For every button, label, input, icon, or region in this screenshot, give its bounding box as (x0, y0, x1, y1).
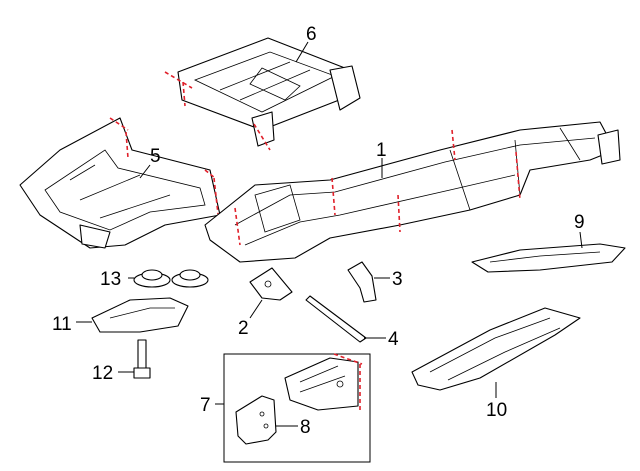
inset-box (223, 353, 371, 463)
part-5-front-frame-section (19, 117, 221, 249)
part-4-strap (305, 295, 367, 343)
part-8-plate (235, 395, 277, 445)
callout-11: 11 (52, 314, 72, 335)
callout-8: 8 (300, 417, 311, 438)
part-1-main-frame (204, 121, 621, 263)
part-10-shield (411, 307, 581, 391)
callout-2: 2 (238, 318, 249, 339)
callout-6: 6 (306, 24, 317, 45)
part-6-crossmember-section (177, 37, 361, 147)
part-3-bracket (347, 261, 377, 303)
callout-4: 4 (388, 329, 399, 350)
callout-5: 5 (150, 146, 161, 167)
callout-10: 10 (486, 400, 507, 421)
part-6-cut-lines (164, 71, 271, 151)
part-12-bolt (133, 339, 151, 379)
callout-13: 13 (100, 269, 121, 290)
callout-7: 7 (200, 395, 211, 416)
part-2-bracket (249, 267, 293, 301)
callout-1: 1 (376, 140, 387, 161)
part-7-cut-line (333, 353, 363, 365)
part-7-frame-end (284, 357, 359, 411)
part-13-mounts (133, 269, 209, 288)
part-5-cut-lines (109, 117, 219, 215)
part-9-skid-plate (471, 243, 626, 273)
leader-lines (76, 41, 583, 427)
callout-12: 12 (92, 363, 113, 384)
part-11-bracket (91, 297, 189, 333)
callout-3: 3 (392, 269, 403, 290)
callout-9: 9 (574, 212, 585, 233)
callout-labels: 1 2 3 4 5 6 7 8 9 10 11 12 13 (52, 24, 585, 438)
part-1-cut-lines (234, 129, 521, 246)
